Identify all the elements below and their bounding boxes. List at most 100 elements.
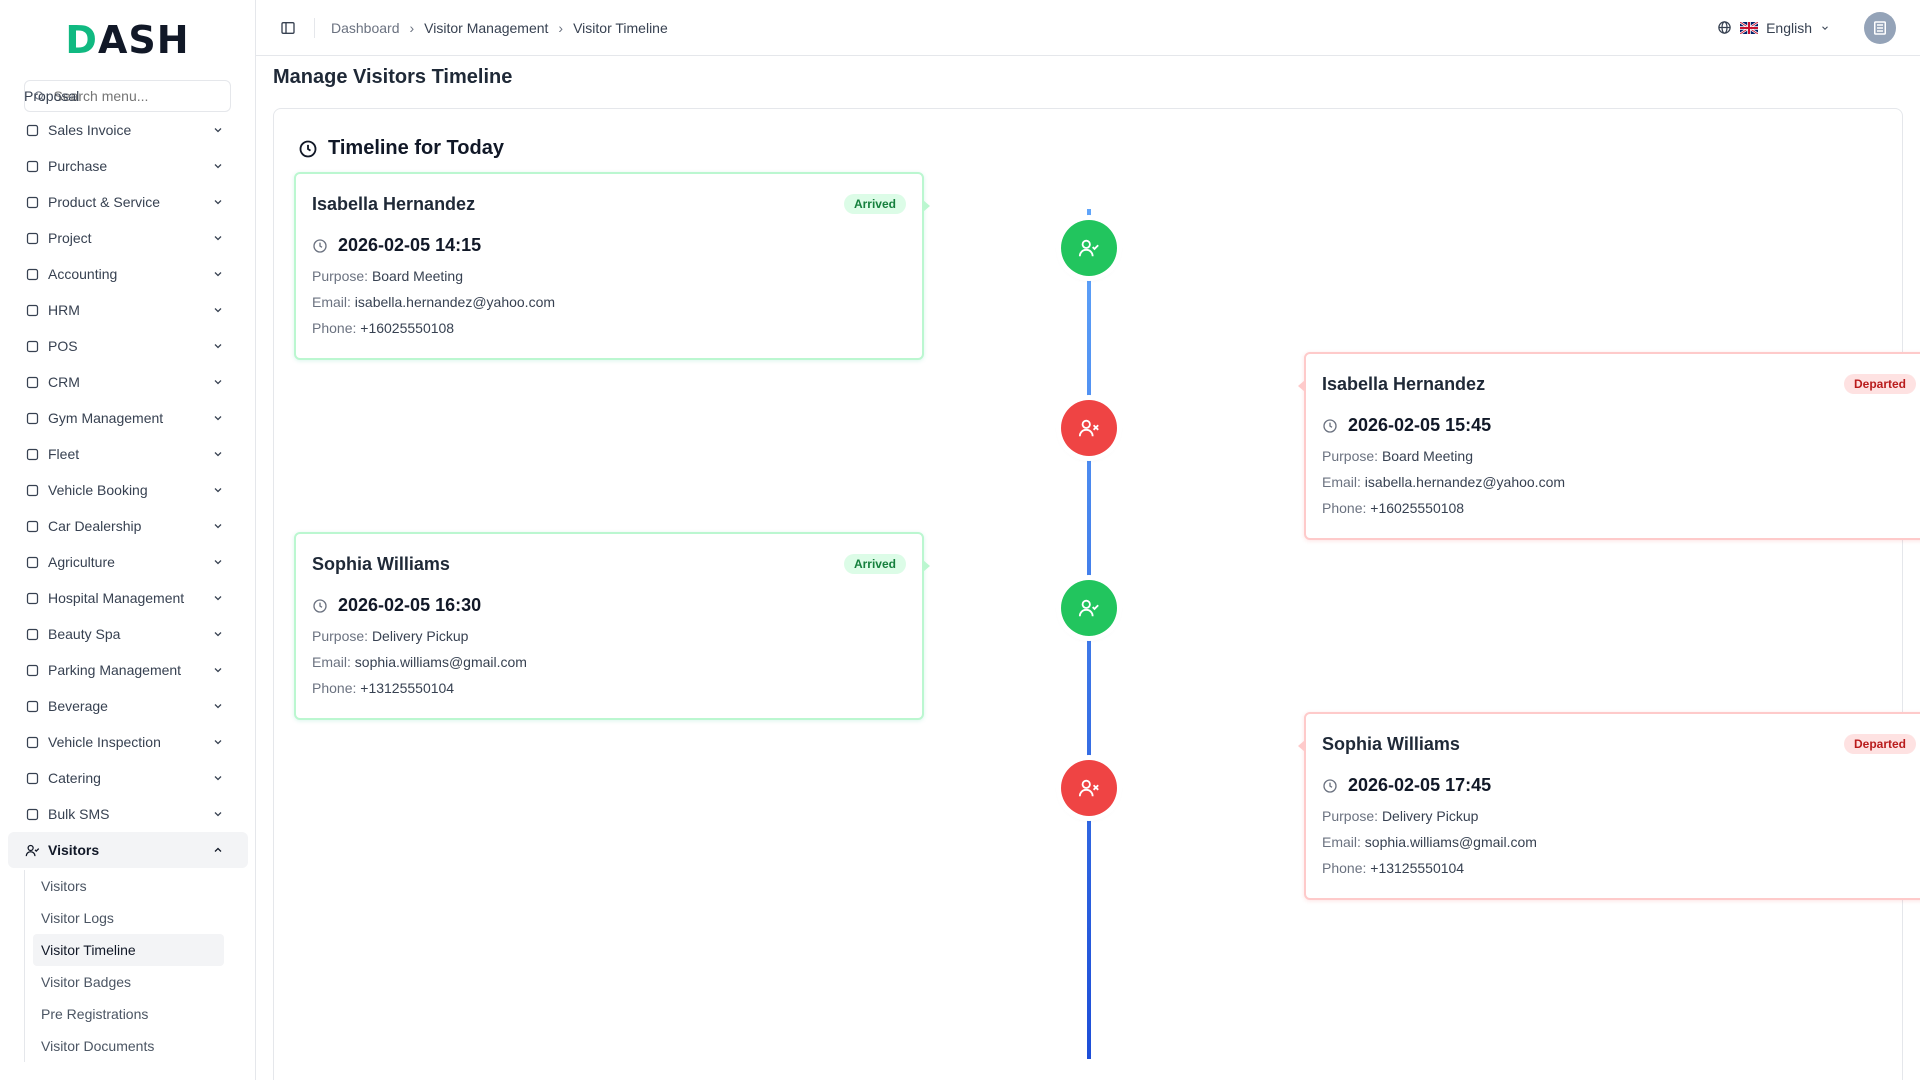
sidebar-item-product-service[interactable]: Product & Service: [8, 184, 248, 220]
visitor-name: Isabella Hernandez: [1322, 374, 1486, 394]
phone-value: +16025550108: [1370, 500, 1465, 516]
entry-pointer: [923, 560, 930, 572]
purpose-label: Purpose:: [1322, 808, 1379, 824]
chevron-down-icon: [214, 452, 222, 457]
visit-time-text: 2026-02-05 14:15: [338, 235, 482, 255]
sidebar-item-visitors[interactable]: Visitors: [8, 832, 248, 868]
sidebar-item-accounting[interactable]: Accounting: [8, 256, 248, 292]
sidebar-item-label: Project: [48, 230, 92, 246]
sidebar-item-vehicle-booking[interactable]: Vehicle Booking: [8, 472, 248, 508]
email-label: Email:: [1322, 834, 1361, 850]
email-row: Email: sophia.williams@gmail.com: [312, 654, 906, 670]
sidebar-toggle-button[interactable]: [274, 14, 302, 42]
chevron-down-icon: [214, 200, 222, 205]
status-badge: Departed: [1843, 734, 1916, 754]
chevron-down-icon: [214, 380, 222, 385]
chevron-down-icon: [214, 704, 222, 709]
receipt-icon: [24, 122, 40, 138]
panel-left-icon: [281, 21, 295, 34]
chevron-down-icon: [214, 416, 222, 421]
status-badge: Departed: [1843, 374, 1916, 394]
language-label: English: [1766, 19, 1812, 36]
phone-value: +13125550104: [1370, 860, 1465, 876]
phone-row: Phone: +13125550104: [1322, 860, 1916, 876]
sidebar-item-hospital-management[interactable]: Hospital Management: [8, 580, 248, 616]
sidebar-item-label: Gym Management: [48, 410, 164, 426]
sidebar-item-label: Agriculture: [48, 554, 115, 570]
language-selector[interactable]: English: [1717, 20, 1830, 36]
visitor-name: Sophia Williams: [1322, 734, 1460, 754]
sidebar-item-label: Product & Service: [48, 194, 161, 210]
sidebar-item-label: Sales Invoice: [48, 122, 132, 138]
submenu-item-visitors[interactable]: Visitors: [41, 878, 87, 894]
phone-label: Phone:: [1322, 860, 1367, 876]
visit-time: 2026-02-05 16:30: [312, 595, 906, 616]
card-title-text: Timeline for Today: [328, 137, 504, 159]
sidebar-item-label: Proposal: [24, 88, 80, 104]
sidebar-item-label: CRM: [48, 374, 80, 390]
sidebar-item-parking-management[interactable]: Parking Management: [8, 652, 248, 688]
sidebar-item-gym-management[interactable]: Gym Management: [8, 400, 248, 436]
sidebar-item-fleet[interactable]: Fleet: [8, 436, 248, 472]
sidebar-item-crm[interactable]: CRM: [8, 364, 248, 400]
search-menu-input[interactable]: [53, 88, 222, 104]
search-icon: [34, 91, 45, 102]
clock-icon: [299, 140, 317, 157]
sidebar-item-catering[interactable]: Catering: [8, 760, 248, 796]
phone-label: Phone:: [312, 320, 357, 336]
submenu-item-visitor-logs[interactable]: Visitor Logs: [41, 910, 114, 926]
sidebar-item-beverage[interactable]: Beverage: [8, 688, 248, 724]
sidebar-item-vehicle-inspection[interactable]: Vehicle Inspection: [8, 724, 248, 760]
sidebar-item-agriculture[interactable]: Agriculture: [8, 544, 248, 580]
user-check-icon: [1078, 239, 1099, 257]
sidebar-item-project[interactable]: Project: [8, 220, 248, 256]
submenu-item-visitor-documents[interactable]: Visitor Documents: [41, 1038, 155, 1054]
sidebar-item-label: Purchase: [48, 158, 108, 174]
sidebar-item-bulk-sms[interactable]: Bulk SMS: [8, 796, 248, 832]
email-label: Email:: [1322, 474, 1361, 490]
sidebar-item-beauty-spa[interactable]: Beauty Spa: [8, 616, 248, 652]
sidebar-item-car-dealership[interactable]: Car Dealership: [8, 508, 248, 544]
status-badge: Arrived: [843, 194, 906, 214]
chevron-down-icon: [214, 596, 222, 601]
calculator-icon: [24, 266, 40, 282]
submenu-item-pre-registrations[interactable]: Pre Registrations: [41, 1006, 149, 1022]
logo[interactable]: DASH: [0, 0, 255, 80]
chevron-down-icon: [214, 524, 222, 529]
clock-icon: [313, 598, 327, 613]
breadcrumb-visitor-management[interactable]: Visitor Management: [424, 19, 549, 36]
submenu-item-visitor-timeline[interactable]: Visitor Timeline: [33, 934, 224, 966]
visit-time-text: 2026-02-05 17:45: [1348, 775, 1492, 795]
sidebar-item-purchase[interactable]: Purchase: [8, 148, 248, 184]
grid-icon: [24, 662, 40, 678]
user-avatar[interactable]: [1864, 11, 1896, 44]
email-value: isabella.hernandez@yahoo.com: [1364, 474, 1566, 490]
breadcrumb: Dashboard › Visitor Management › Visitor…: [331, 20, 668, 36]
breadcrumb-dashboard[interactable]: Dashboard: [331, 19, 400, 36]
sidebar-search[interactable]: [24, 80, 231, 112]
sidebar-item-label: Visitors: [48, 842, 100, 858]
sidebar-item-proposal[interactable]: Proposal: [8, 88, 248, 110]
arrived-marker: [1061, 580, 1117, 636]
chevron-down-icon: [214, 668, 222, 673]
layers-icon: [24, 194, 40, 210]
submenu-item-visitor-badges[interactable]: Visitor Badges: [41, 974, 132, 990]
phone-row: Phone: +16025550108: [312, 320, 906, 336]
sidebar-item-sales-invoice[interactable]: Sales Invoice: [8, 112, 248, 148]
user-x-icon: [1078, 419, 1099, 437]
chevron-down-icon: [214, 740, 222, 745]
sidebar-item-label: Catering: [48, 770, 101, 786]
sidebar-item-pos[interactable]: POS: [8, 328, 248, 364]
arrived-marker: [1061, 220, 1117, 276]
purpose-label: Purpose:: [1322, 448, 1379, 464]
sidebar-item-label: Bulk SMS: [48, 806, 110, 822]
card-title: Timeline for Today: [298, 137, 504, 160]
sidebar-item-hrm[interactable]: HRM: [8, 292, 248, 328]
chevron-down-icon: [214, 812, 222, 817]
